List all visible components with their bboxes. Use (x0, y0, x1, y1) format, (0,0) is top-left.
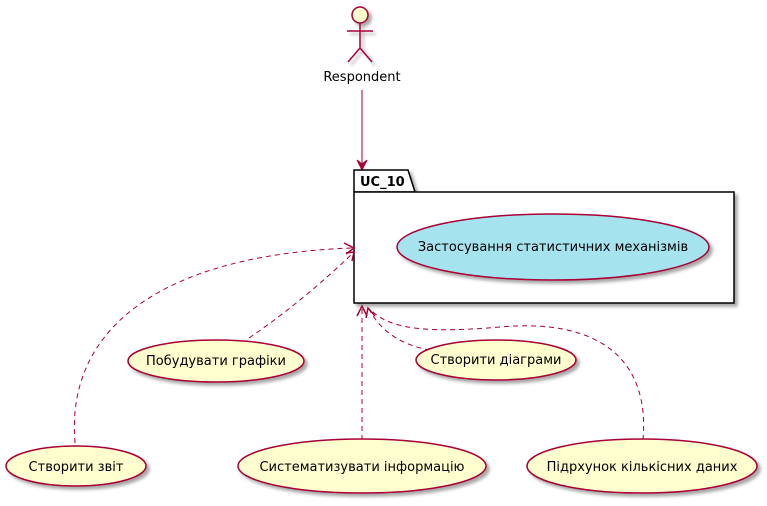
connector-create-diagrams (368, 308, 431, 351)
dependency-arrowheads (343, 242, 376, 319)
use-case-create-report[interactable]: Створити звіт (5, 445, 147, 487)
use-case-statistical-mechanisms[interactable]: Застосування статистичних механізмів (396, 213, 710, 281)
connector-count-data (370, 309, 645, 441)
actor-label: Respondent (323, 70, 400, 85)
use-case-label: Побудувати графіки (146, 354, 286, 369)
use-case-label: Підрхунок кількісних даних (547, 460, 738, 475)
arrowhead-graphs (345, 251, 355, 262)
use-case-build-graphs[interactable]: Побудувати графіки (127, 339, 305, 383)
actor-figure-icon (347, 6, 373, 63)
respondent-actor[interactable]: Respondent (323, 6, 401, 85)
use-case-label: Створити діаграми (431, 353, 562, 368)
dependency-connectors (74, 247, 645, 453)
use-case-label: Систематизувати інформацію (259, 460, 464, 475)
actor-to-package-arrow (356, 90, 368, 172)
use-case-systematize-info[interactable]: Систематизувати інформацію (237, 438, 487, 494)
package-title: UC_10 (360, 175, 405, 190)
use-case-label: Застосування статистичних механізмів (418, 240, 688, 255)
connector-create-report (74, 247, 353, 453)
use-case-label: Створити звіт (29, 460, 124, 475)
use-case-count-data[interactable]: Підрхунок кількісних даних (526, 438, 758, 494)
use-case-create-diagrams[interactable]: Створити діаграми (415, 339, 577, 381)
arrowhead-diagrams (365, 306, 376, 319)
arrowhead-systematize (356, 304, 368, 317)
connector-build-graphs (248, 252, 354, 339)
